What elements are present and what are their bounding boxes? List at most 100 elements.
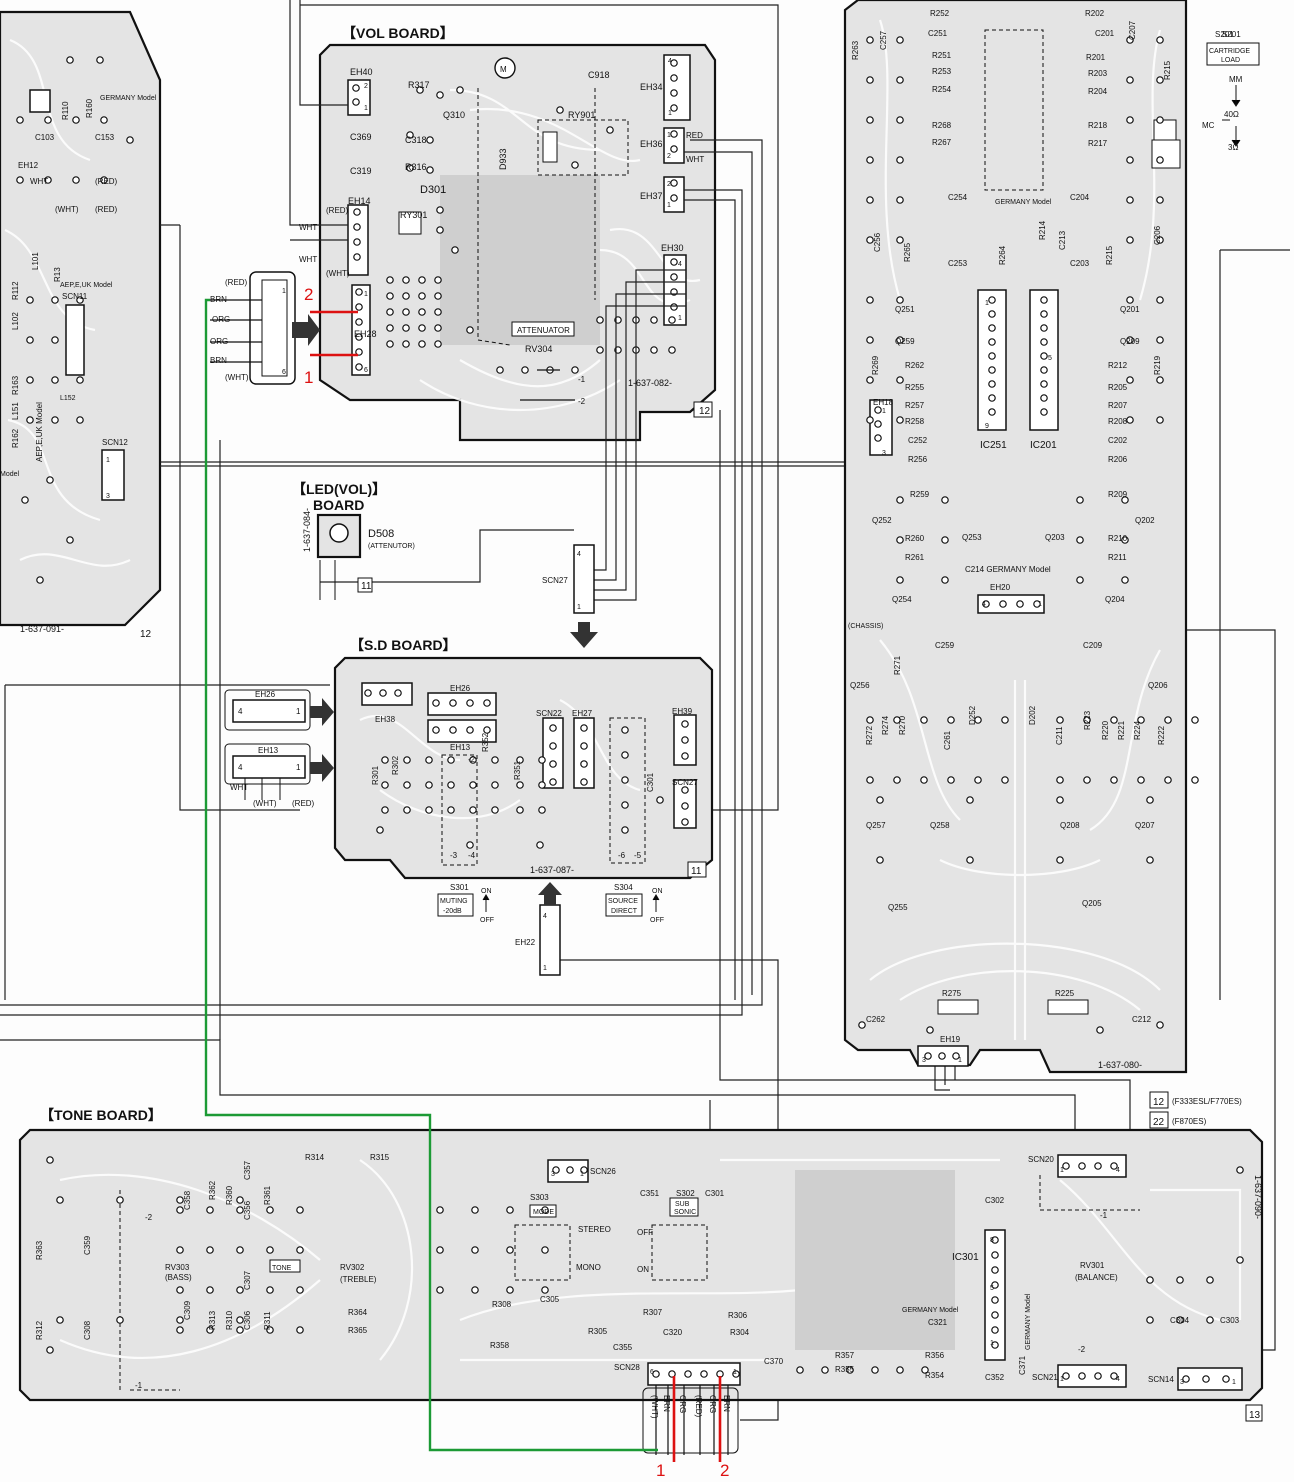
solder-pad — [1146, 1316, 1154, 1324]
red-mark-1: 1 — [304, 368, 313, 387]
component-label: 1 — [296, 707, 301, 716]
sd-board — [333, 656, 714, 880]
solder-pad — [668, 1370, 676, 1378]
component-label: Q254 — [892, 595, 912, 604]
component-label: R259 — [910, 490, 930, 499]
r225 — [1047, 999, 1089, 1015]
solder-pad — [466, 841, 474, 849]
solder-pad — [1222, 1375, 1230, 1383]
solder-pad — [1191, 716, 1199, 724]
component-label: S303 — [530, 1193, 549, 1202]
scn28-wire-label: ORG — [678, 1395, 687, 1413]
s303-mode-switch — [514, 1224, 571, 1281]
solder-pad — [1110, 1162, 1118, 1170]
component-label: 22 — [1153, 1117, 1165, 1128]
solder-pad — [999, 600, 1007, 608]
component-label: -3 — [450, 851, 458, 860]
solder-pad — [668, 346, 676, 354]
solder-pad — [991, 1281, 999, 1289]
component-label: R354 — [925, 1371, 945, 1380]
component-label: R355 — [835, 1365, 855, 1374]
solder-pad — [418, 324, 426, 332]
solder-pad — [1156, 36, 1164, 44]
component-label: DIRECT — [611, 908, 638, 915]
solder-pad — [732, 1370, 740, 1378]
component-label: C352 — [985, 1373, 1005, 1382]
solder-pad — [355, 288, 363, 296]
relay-ry901 — [537, 119, 629, 176]
component-label: GERMANY Model — [100, 95, 157, 102]
vol-part-number: 1-637-082- — [628, 378, 672, 388]
component-label: R251 — [932, 51, 952, 60]
component-label: R267 — [932, 138, 952, 147]
solder-pad — [988, 366, 996, 374]
solder-pad — [402, 324, 410, 332]
component-label: R203 — [1088, 69, 1108, 78]
solder-pad — [1236, 1256, 1244, 1264]
solder-pad — [176, 1246, 184, 1254]
solder-pad — [866, 116, 874, 124]
solder-pad — [1110, 716, 1118, 724]
solder-pad — [876, 856, 884, 864]
component-label: 2 — [364, 83, 368, 90]
component-label: EH37 — [640, 191, 663, 201]
solder-pad — [621, 776, 629, 784]
component-label: Q209 — [1120, 337, 1140, 346]
component-label: C305 — [540, 1295, 560, 1304]
solder-pad — [469, 756, 477, 764]
component-label: 1 — [882, 408, 886, 415]
solder-pad — [538, 756, 546, 764]
solder-pad — [116, 1196, 124, 1204]
solder-pad — [483, 699, 491, 707]
eh27-connector — [573, 717, 595, 789]
solder-pad — [1156, 76, 1164, 84]
solder-pad — [866, 716, 874, 724]
solder-pad — [920, 776, 928, 784]
component-label: R270 — [898, 715, 907, 735]
component-label: R255 — [905, 383, 925, 392]
component-label: EH39 — [672, 707, 693, 716]
component-label: Q207 — [1135, 821, 1155, 830]
solder-pad — [580, 778, 588, 786]
component-label: R256 — [908, 455, 928, 464]
component-label: 5 — [1048, 355, 1052, 362]
component-label: 1 — [733, 1369, 737, 1376]
solder-pad — [46, 1346, 54, 1354]
component-label: GERMANY Model — [995, 199, 1052, 206]
solder-pad — [1156, 236, 1164, 244]
component-label: EH18 — [873, 398, 894, 407]
component-label: 1 — [985, 300, 989, 307]
component-label: EH26 — [450, 684, 471, 693]
component-label: R362 — [208, 1180, 217, 1200]
solder-pad — [471, 1206, 479, 1214]
component-label: C355 — [613, 1343, 633, 1352]
component-label: -1 — [578, 375, 586, 384]
component-label: (F333ESL/F770ES) — [1172, 1097, 1242, 1106]
solder-pad — [656, 796, 664, 804]
solder-pad — [403, 756, 411, 764]
solder-pad — [1137, 716, 1145, 724]
solder-pad — [236, 1326, 244, 1334]
solder-pad — [426, 166, 434, 174]
solder-pad — [549, 742, 557, 750]
solder-pad — [541, 1206, 549, 1214]
component-label: 1 — [1232, 1379, 1236, 1386]
solder-pad — [896, 576, 904, 584]
component-label: C213 — [1058, 230, 1067, 250]
motor-icon — [494, 57, 516, 79]
solder-pad — [521, 366, 529, 374]
component-label: 1 — [667, 132, 671, 139]
solder-pad — [1040, 408, 1048, 416]
solder-pad — [988, 380, 996, 388]
component-label: MODE — [533, 1209, 554, 1216]
solder-pad — [394, 689, 402, 697]
solder-pad — [796, 1366, 804, 1374]
solder-pad — [206, 1286, 214, 1294]
component-label: ON — [637, 1265, 649, 1274]
component-label: R211 — [1108, 553, 1127, 562]
solder-pad — [580, 742, 588, 750]
component-label: SCN14 — [1148, 1375, 1174, 1384]
led-d508-icon — [329, 523, 349, 543]
component-label: R356 — [925, 1351, 945, 1360]
solder-pad — [1126, 376, 1134, 384]
